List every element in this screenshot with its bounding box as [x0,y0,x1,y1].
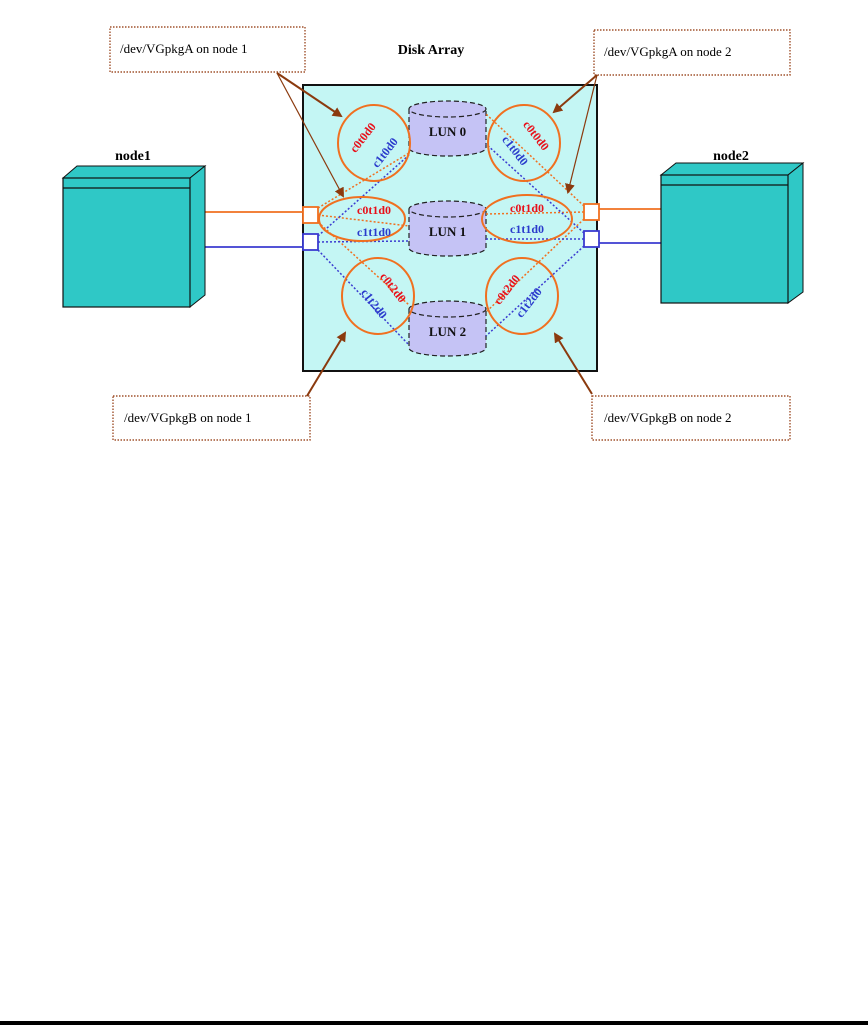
lun-label: LUN 2 [429,324,466,339]
arrow-vgA-n2-lun0 [552,74,598,114]
callout-vgB-node2: /dev/VGpkgB on node 2 [604,410,731,425]
path-group-ellipses [318,104,573,335]
server-front-face [660,174,789,304]
lun-2: LUN 2 [408,300,487,357]
path-line-n1-c1-lun0 [317,154,410,237]
callout-box-vgB-node2 [591,395,791,441]
lun-label: LUN 1 [429,224,466,239]
node2-server: node2 [659,149,805,304]
ellipse-n1-lun1 [318,196,406,242]
arrow-vgB-n1-lun2 [306,331,347,397]
path-line-n2-c0-lun2 [485,218,585,313]
path-label-n1-c1t1d0: c1t1d0 [357,225,391,239]
arrow-vgA-n1-lun0 [276,72,343,118]
path-line-n2-c0-lun1 [485,211,585,215]
lun-cylinder-body [408,109,487,157]
path-line-n1-c0-lun1 [317,214,410,227]
node1-label: node1 [115,149,151,164]
lun-cylinder-body [408,209,487,257]
server-top-face [61,165,207,179]
callout-vgA-node2: /dev/VGpkgA on node 2 [604,44,731,59]
lun-cylinder-body [408,309,487,357]
path-label-n2-c1t1d0: c1t1d0 [510,222,544,236]
port-n1-controller0 [302,206,319,224]
server-top-face [659,162,805,176]
callout-vgA-node1: /dev/VGpkgA on node 1 [120,41,247,56]
lun-0: LUN 0 [408,100,487,157]
ellipse-n1-lun2 [341,257,415,335]
server-side-face [189,164,206,309]
arrow-vgA-n2-lun1 [565,74,598,194]
callout-box-vgA-node2 [593,29,791,76]
callouts: /dev/VGpkgA on node 1 /dev/VGpkgA on nod… [109,26,791,441]
ellipse-n1-lun0 [337,104,411,182]
ellipse-n2-lun0 [487,104,561,182]
server-front-face [62,177,191,308]
ellipse-n2-lun2 [485,257,559,335]
array-ports [302,203,600,251]
port-n2-controller0 [583,203,600,221]
port-n2-controller1 [583,230,600,248]
lun-cylinder-top [408,100,487,118]
path-label-n2-c0t1d0: c0t1d0 [510,201,544,215]
lun-cylinder-top [408,300,487,318]
arrow-vgB-n2-lun2 [553,332,593,395]
lun-1: LUN 1 [408,200,487,257]
path-label-n1-c0t1d0: c0t1d0 [357,203,391,217]
disk-array-title: Disk Array [398,43,465,58]
node-cables [205,208,661,248]
server-side-face [787,161,804,304]
ellipse-n2-lun1 [481,194,573,244]
page-bottom-rule [0,1021,868,1025]
lun-label: LUN 0 [429,124,466,139]
node1-server: node1 [61,149,207,309]
callout-vgB-node1: /dev/VGpkgB on node 1 [124,410,251,425]
callout-box-vgB-node1 [112,395,311,441]
callout-arrows [276,72,598,397]
lun-cylinder-top [408,200,487,218]
path-line-n2-c0-lun0 [485,113,585,207]
arrow-vgA-n1-lun1 [276,72,344,198]
port-n1-controller1 [302,233,319,251]
node2-label: node2 [713,149,749,164]
callout-box-vgA-node1 [109,26,306,73]
